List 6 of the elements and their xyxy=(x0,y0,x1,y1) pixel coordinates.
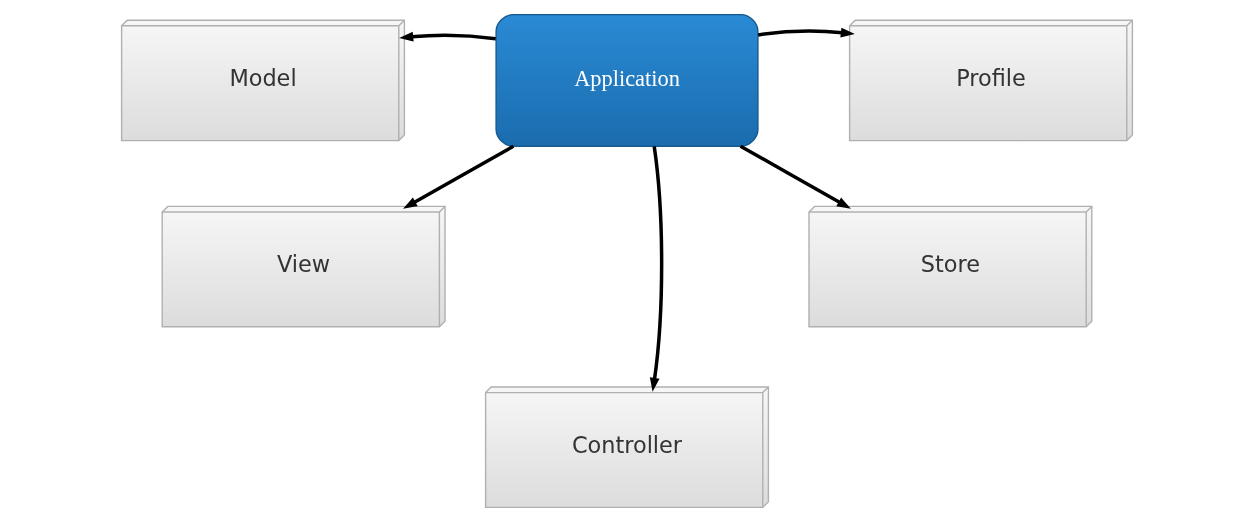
arrow xyxy=(649,145,664,392)
arrow xyxy=(739,144,851,209)
arrow xyxy=(399,31,496,41)
arrow xyxy=(757,27,855,37)
arrow xyxy=(403,144,515,209)
node-box: Application xyxy=(495,13,759,147)
